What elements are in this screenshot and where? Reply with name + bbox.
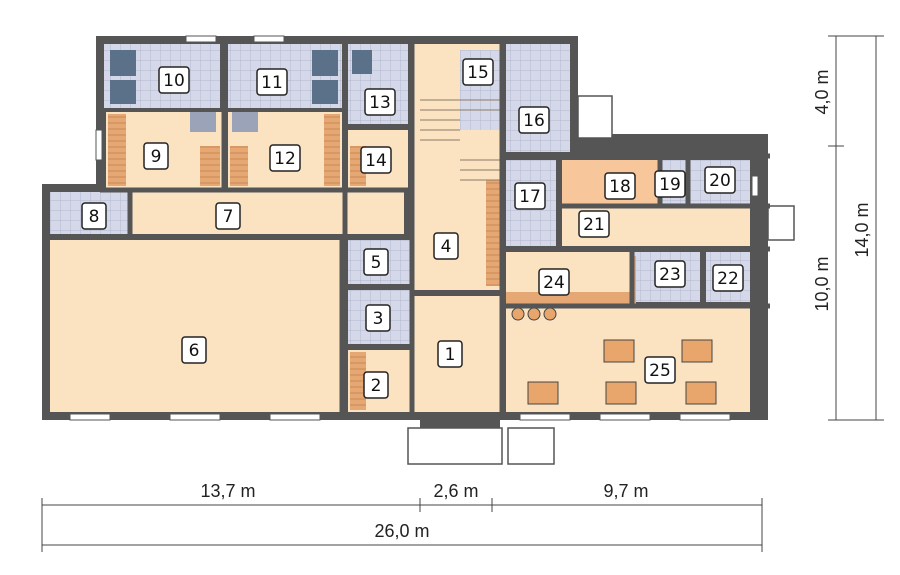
room-number: 20 xyxy=(709,171,731,191)
room-label-box xyxy=(654,260,686,288)
room-label-22: 22 xyxy=(712,264,744,292)
room-label-18: 18 xyxy=(604,172,636,200)
room-number: 13 xyxy=(369,93,391,113)
room-number: 7 xyxy=(223,207,234,227)
room-label-13: 13 xyxy=(364,88,396,116)
room-number: 3 xyxy=(373,309,384,329)
room-label-box xyxy=(654,170,686,198)
dim-right-segment-1: 4,0 m xyxy=(812,69,832,114)
room-floors xyxy=(50,44,750,412)
room-label-box xyxy=(518,106,550,134)
room-label-12: 12 xyxy=(269,144,301,172)
room-label-15: 15 xyxy=(462,58,494,86)
dim-bottom-segment-2: 2,6 m xyxy=(433,481,478,501)
room-number: 9 xyxy=(151,147,162,167)
room-label-9: 9 xyxy=(143,142,169,170)
room-number: 21 xyxy=(583,215,605,235)
room-label-box xyxy=(363,248,389,276)
room-number: 22 xyxy=(717,269,739,289)
interior-walls xyxy=(46,40,770,414)
room-number: 10 xyxy=(163,71,185,91)
room-number: 2 xyxy=(371,376,382,396)
room-label-box xyxy=(462,58,494,86)
fixtures xyxy=(108,50,717,410)
room-label-box xyxy=(704,166,736,194)
room-label-box xyxy=(644,356,676,384)
room-label-8: 8 xyxy=(81,202,107,230)
room-number: 8 xyxy=(89,207,100,227)
room-number: 14 xyxy=(365,151,387,171)
room-label-box xyxy=(269,144,301,172)
room-label-17: 17 xyxy=(514,182,546,210)
dim-bottom-total: 26,0 m xyxy=(374,521,429,541)
dimension-lines xyxy=(41,35,884,552)
room-label-box xyxy=(437,340,463,368)
entrances xyxy=(407,95,795,465)
room-label-20: 20 xyxy=(704,166,736,194)
room-number: 19 xyxy=(659,175,681,195)
room-label-box xyxy=(433,232,459,260)
room-label-box xyxy=(712,264,744,292)
room-number: 11 xyxy=(261,73,283,93)
room-label-23: 23 xyxy=(654,260,686,288)
room-6-floor xyxy=(50,240,342,412)
room-number: 12 xyxy=(274,149,296,169)
room-label-box xyxy=(256,68,288,96)
room-label-21: 21 xyxy=(578,210,610,238)
room-label-5: 5 xyxy=(363,248,389,276)
room-label-box xyxy=(365,304,391,332)
windows xyxy=(69,35,759,421)
room-number: 1 xyxy=(445,345,456,365)
room-label-14: 14 xyxy=(360,146,392,174)
room-label-7: 7 xyxy=(215,202,241,230)
room-number: 4 xyxy=(441,237,452,257)
room-label-25: 25 xyxy=(644,356,676,384)
room-label-16: 16 xyxy=(518,106,550,134)
dim-bottom-segment-1: 13,7 m xyxy=(200,481,255,501)
room-label-box xyxy=(364,88,396,116)
room-label-box xyxy=(81,202,107,230)
room-label-box xyxy=(158,66,190,94)
room-7-floor xyxy=(132,192,404,234)
room-number: 24 xyxy=(543,273,565,293)
room-number: 25 xyxy=(649,361,671,381)
room-label-2: 2 xyxy=(363,371,389,399)
room-number: 18 xyxy=(609,177,631,197)
room-number: 17 xyxy=(519,187,541,207)
room-label-box xyxy=(181,336,207,364)
room-label-box xyxy=(604,172,636,200)
room-16-floor xyxy=(506,44,570,152)
room-label-11: 11 xyxy=(256,68,288,96)
room-label-box xyxy=(143,142,169,170)
room-label-box xyxy=(360,146,392,174)
dim-right-total: 14,0 m xyxy=(852,202,872,257)
room-number: 23 xyxy=(659,265,681,285)
room-label-19: 19 xyxy=(654,170,686,198)
room-label-box xyxy=(363,371,389,399)
room-label-4: 4 xyxy=(433,232,459,260)
room-label-24: 24 xyxy=(538,268,570,296)
room-label-3: 3 xyxy=(365,304,391,332)
room-label-box xyxy=(578,210,610,238)
room-number: 5 xyxy=(371,253,382,273)
dim-bottom-segment-3: 9,7 m xyxy=(603,481,648,501)
room-label-box xyxy=(215,202,241,230)
room-number: 16 xyxy=(523,111,545,131)
room-label-6: 6 xyxy=(181,336,207,364)
dimension-labels: 13,7 m 2,6 m 9,7 m 26,0 m 4,0 m 10,0 m 1… xyxy=(200,69,872,541)
dim-right-segment-2: 10,0 m xyxy=(812,256,832,311)
room-label-1: 1 xyxy=(437,340,463,368)
room-label-10: 10 xyxy=(158,66,190,94)
room-label-box xyxy=(514,182,546,210)
room-number: 15 xyxy=(467,63,489,83)
room-label-box xyxy=(538,268,570,296)
room-number: 6 xyxy=(189,341,200,361)
